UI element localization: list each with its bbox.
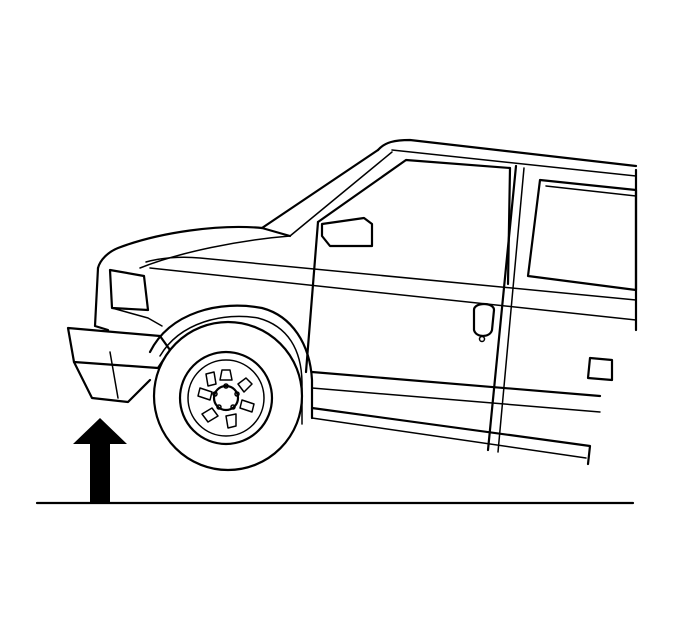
rim-inner xyxy=(187,359,265,437)
rear-side-window xyxy=(526,178,638,292)
front-door-rear-edge xyxy=(486,164,518,452)
side-mirror xyxy=(320,216,374,248)
rocker-panel-upper xyxy=(310,370,602,398)
wheel-arch-inner xyxy=(159,315,303,425)
rear-side-window-inner xyxy=(545,185,637,197)
rim-vents xyxy=(197,369,255,429)
hood-outline xyxy=(96,225,264,270)
windshield-outer xyxy=(260,148,380,230)
door-handle xyxy=(472,302,496,338)
lug-nuts xyxy=(212,383,240,410)
lift-direction-arrow-icon xyxy=(73,418,127,502)
rocker-panel-mid xyxy=(311,387,601,413)
roof-line xyxy=(376,138,638,168)
bumper-crease xyxy=(109,351,119,399)
rim-outer xyxy=(178,350,274,446)
front-door-front-edge xyxy=(304,220,320,374)
headlamp xyxy=(108,268,150,312)
beltline xyxy=(149,267,637,321)
upper-side-line xyxy=(145,256,637,301)
rocker-panel-lower xyxy=(310,406,592,466)
tire xyxy=(152,320,304,472)
headlamp-lens-line xyxy=(111,307,163,327)
hood-crease xyxy=(139,235,291,269)
bumper-lower xyxy=(72,360,152,404)
van-body xyxy=(66,138,638,466)
side-marker xyxy=(586,356,614,382)
sill-line xyxy=(311,417,587,459)
roof-inner-line xyxy=(391,149,637,177)
hub xyxy=(212,384,240,412)
grille-outline xyxy=(93,266,110,332)
hood-rear-edge xyxy=(260,226,292,238)
door-lock xyxy=(478,335,486,343)
front-wheel xyxy=(152,320,304,472)
front-door-rear-edge-inner xyxy=(497,167,525,453)
front-bumper xyxy=(66,326,172,370)
windshield-inner xyxy=(289,151,393,237)
